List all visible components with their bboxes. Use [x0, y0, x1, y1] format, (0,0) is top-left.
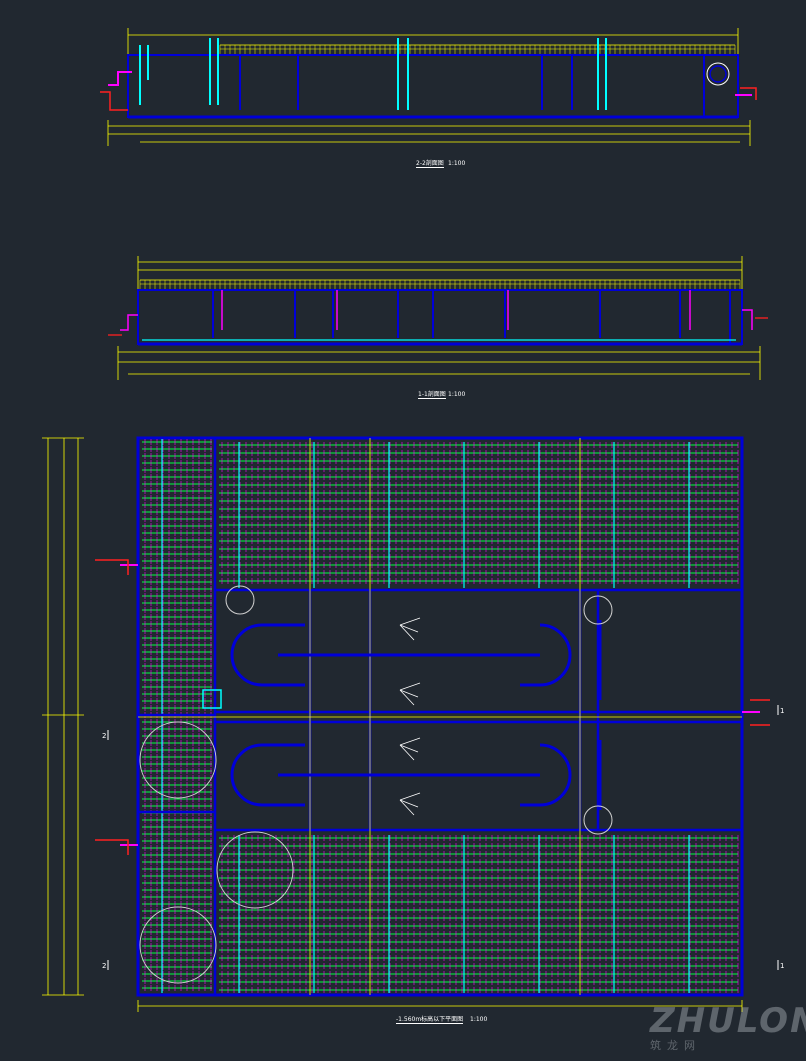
- plan-interior-walls: [138, 438, 742, 995]
- section-marker-2-left: 2: [102, 732, 106, 740]
- section-1-1-magenta-pipes: [120, 290, 753, 331]
- aeration-grid-top: [219, 442, 739, 588]
- section-2-2-title: 2-2剖面图: [416, 160, 444, 168]
- section-1-1-red-pipes: [108, 317, 768, 336]
- plan-valve-box: [202, 689, 222, 709]
- plan-title: -1.560m标高以下平面图: [396, 1016, 464, 1024]
- plan-dimensions: [42, 437, 743, 1012]
- section-1-1-scale: 1:100: [448, 391, 466, 398]
- watermark-text: 筑龙网: [650, 1039, 701, 1052]
- section-marker-2-bottom: 2: [102, 962, 106, 970]
- plan-inlet-pipes: [120, 564, 760, 846]
- section-2-2-pump-circle: [706, 62, 730, 86]
- section-2-2-pipes: [139, 38, 607, 110]
- section-2-2: [100, 28, 757, 146]
- plan-scale: 1:100: [470, 1016, 488, 1023]
- plan-clarifier-circles: [139, 585, 613, 984]
- section-1-1-dimensions: [117, 256, 761, 380]
- section-2-2-magenta-pipes: [108, 71, 752, 96]
- aeration-grid-bottom: [219, 835, 739, 993]
- plan-axes: [138, 438, 742, 995]
- plan-red-pipes: [95, 559, 770, 855]
- plan-outer-wall: [136, 436, 744, 997]
- section-1-1-title: 1-1剖面图: [418, 391, 446, 399]
- railing-middle: [139, 279, 741, 290]
- section-2-2-dimensions: [107, 28, 751, 146]
- section-2-2-walls: [127, 54, 739, 119]
- zhulong-watermark: ZHULONG 筑龙网: [650, 1001, 806, 1057]
- section-1-1-walls: [137, 289, 743, 346]
- section-2-2-red-pipes: [100, 87, 757, 111]
- section-2-2-scale: 1:100: [448, 160, 466, 167]
- plan-baffles: [230, 620, 602, 810]
- plan-mixers: [399, 617, 421, 816]
- section-2-2-pump-inner: [709, 65, 727, 83]
- section-1-1: [108, 256, 768, 380]
- plan-view: 2 2 1 1: [42, 436, 784, 1012]
- section-marker-1-bottom: 1: [780, 962, 784, 970]
- section-marker-1-right: 1: [780, 707, 784, 715]
- plan-section-markers: 2 2 1 1: [102, 707, 784, 970]
- railing-top: [219, 44, 736, 55]
- watermark-logo: ZHULONG: [650, 1001, 806, 1041]
- plan-section-marker-lines: [107, 705, 779, 970]
